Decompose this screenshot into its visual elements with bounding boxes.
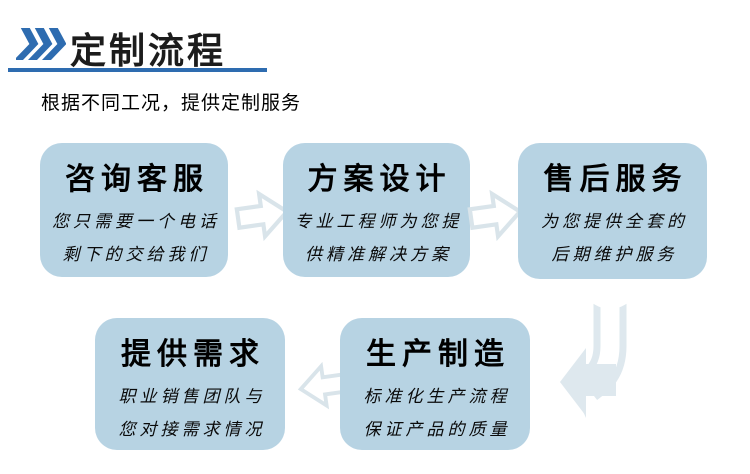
step-desc-line: 为您提供全套的 (541, 212, 688, 232)
flow-step-production: 生产制造 标准化生产流程 保证产品的质量 (340, 318, 530, 450)
step-desc-line: 后期维护服务 (551, 245, 678, 265)
arrow-right-icon (234, 189, 291, 242)
arrow-right-icon (467, 189, 524, 242)
step-desc-line: 保证产品的质量 (363, 420, 511, 440)
step-title: 售后服务 (543, 163, 688, 196)
arrow-bend-down-left-icon (560, 296, 634, 418)
section-title: 定制流程 (70, 30, 227, 71)
section-header: 定制流程 (0, 0, 750, 80)
flow-step-consult: 咨询客服 您只需要一个电话 剩下的交给我们 (40, 143, 228, 277)
flow-step-requirements: 提供需求 职业销售团队与 您对接需求情况 (95, 318, 285, 450)
step-title: 生产制造 (366, 338, 510, 371)
step-desc-line: 标准化生产流程 (363, 387, 511, 407)
step-desc-line: 供精准解决方案 (305, 245, 452, 265)
step-desc-line: 剩下的交给我们 (62, 245, 210, 265)
step-title: 提供需求 (121, 338, 265, 371)
step-desc-line: 您只需要一个电话 (52, 212, 220, 232)
flow-step-design: 方案设计 专业工程师为您提 供精准解决方案 (283, 143, 470, 277)
section-subtitle: 根据不同工况，提供定制服务 (41, 93, 302, 114)
step-desc-line: 职业销售团队与 (118, 387, 266, 407)
flow-step-aftersale: 售后服务 为您提供全套的 后期维护服务 (518, 143, 707, 279)
step-title: 方案设计 (307, 163, 452, 196)
title-underline (8, 68, 267, 72)
step-desc-line: 您对接需求情况 (118, 420, 266, 440)
step-title: 咨询客服 (65, 163, 209, 196)
step-desc-line: 专业工程师为您提 (294, 212, 463, 232)
triple-chevron-icon (16, 28, 66, 60)
